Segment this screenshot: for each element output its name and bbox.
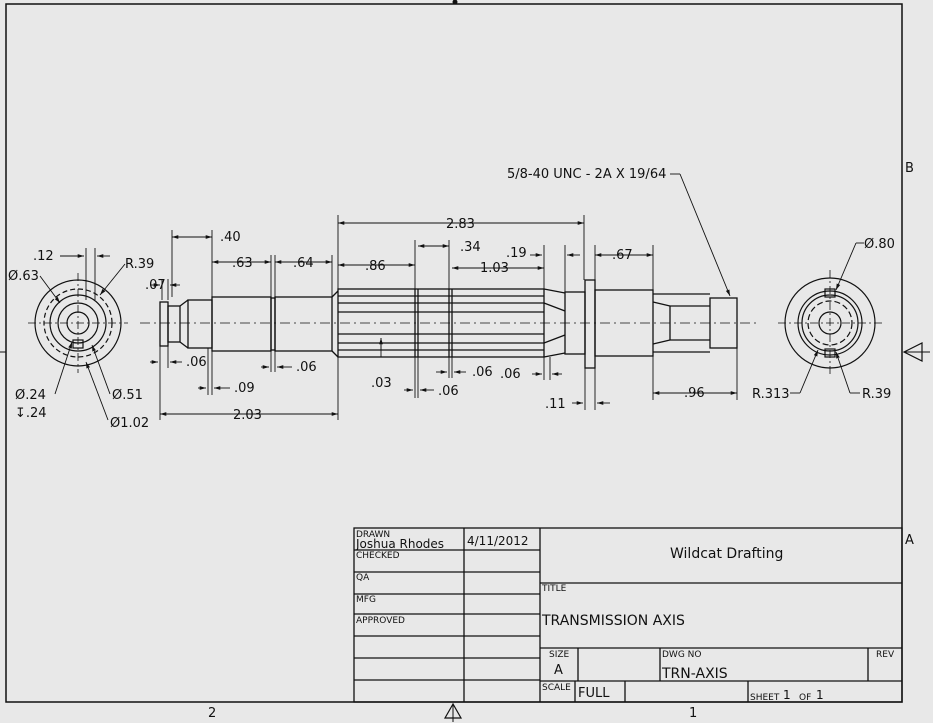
dim-left-dia102: Ø1.02 [110,416,149,431]
dim-96: .96 [684,386,705,401]
drawing-title: TRANSMISSION AXIS [541,613,685,629]
left-view-dims [39,248,126,421]
sheet-border [5,3,903,703]
dim-283: 2.83 [446,217,475,232]
company-name: Wildcat Drafting [670,546,783,562]
dim-right-r39: R.39 [862,387,891,402]
dim-left-12: .12 [33,249,54,264]
checked-label: CHECKED [356,551,400,561]
dim-06b: .06 [296,360,317,375]
scale-value: FULL [578,686,610,701]
right-view-dims [790,242,864,394]
thread-callout: 5/8-40 UNC - 2A X 19/64 [507,167,666,182]
title-block [353,527,903,703]
qa-label: QA [356,573,370,583]
sheet-number: 1 [783,688,791,702]
dim-left-dia24: Ø.24 [15,388,46,403]
drawn-label: DRAWN [356,530,390,540]
approved-label: APPROVED [356,616,405,626]
sheet-label: SHEET [750,693,780,703]
dim-40: .40 [220,230,241,245]
dim-left-r39: R.39 [125,257,154,272]
dwg-no-label: DWG NO [662,650,701,660]
dim-86: .86 [365,259,386,274]
top-center-mark [452,0,458,5]
dim-203: 2.03 [233,408,262,423]
left-end-view [28,273,128,373]
dim-63: .63 [232,256,253,271]
dim-06a: .06 [186,355,207,370]
of-label: OF [799,693,811,703]
zone-label-1: 1 [689,706,697,721]
dim-67: .67 [612,248,633,263]
dwg-no-value: TRN-AXIS [661,666,728,682]
dim-09: .09 [234,381,255,396]
dim-34: .34 [460,240,481,255]
zone-label-b: B [905,161,914,176]
size-value: A [554,663,563,678]
dim-left-dia51: Ø.51 [112,388,143,403]
dim-06d: .06 [472,365,493,380]
dim-19: .19 [506,246,527,261]
rev-label: REV [876,650,895,660]
scale-label: SCALE [542,683,571,693]
shaft-front-view [140,279,760,369]
dim-64: .64 [293,256,314,271]
dim-03: .03 [371,376,392,391]
drawn-by: Joshua Rhodes [355,537,444,551]
dim-103: 1.03 [480,261,509,276]
mfg-label: MFG [356,595,376,605]
dim-11: .11 [545,397,566,412]
dim-left-depth24: ↧.24 [15,406,47,421]
front-view-dims [150,173,738,420]
zone-label-2: 2 [208,706,216,721]
dim-07: .07 [145,278,166,293]
dim-06c: .06 [438,384,459,399]
right-end-view [778,270,882,376]
drawn-date: 4/11/2012 [467,534,529,548]
zone-label-a: A [905,533,914,548]
dim-right-r313: R.313 [752,387,790,402]
size-label: SIZE [549,650,570,660]
sheet-total: 1 [816,688,824,702]
title-label: TITLE [541,584,567,594]
dim-left-dia63: Ø.63 [8,269,39,284]
dim-right-dia80: Ø.80 [864,237,895,252]
dim-06e: .06 [500,367,521,382]
